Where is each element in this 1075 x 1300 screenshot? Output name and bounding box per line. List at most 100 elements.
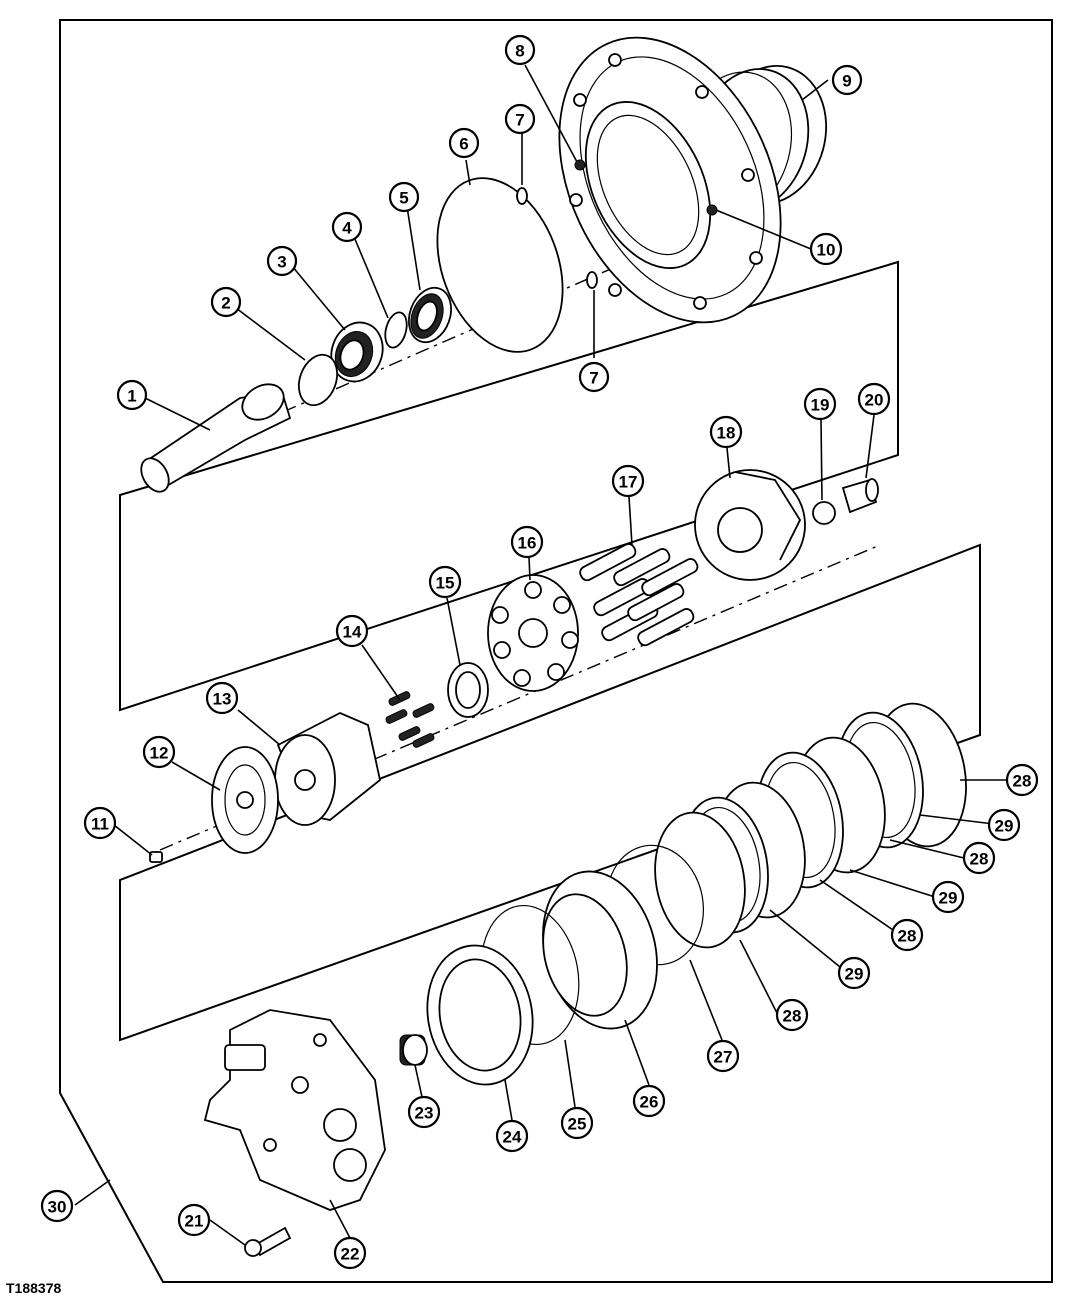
swash-plate (694, 469, 806, 581)
svg-text:27: 27 (714, 1048, 733, 1067)
svg-text:7: 7 (515, 111, 524, 130)
svg-text:17: 17 (619, 473, 638, 492)
callout-30: 30 (40, 1189, 74, 1223)
callout-27: 27 (706, 1039, 740, 1073)
svg-text:15: 15 (436, 574, 455, 593)
friction-plate-stack (654, 702, 967, 949)
pistons (579, 543, 699, 647)
callout-28-d: 28 (775, 998, 809, 1032)
svg-text:29: 29 (995, 817, 1014, 836)
callout-11: 11 (83, 806, 117, 840)
thrust-washer (426, 944, 534, 1086)
svg-text:20: 20 (865, 391, 884, 410)
spherical-bushing (447, 662, 489, 718)
svg-text:9: 9 (842, 72, 851, 91)
svg-text:26: 26 (640, 1093, 659, 1112)
spring-pins (385, 691, 435, 748)
callout-21: 21 (177, 1203, 211, 1237)
svg-text:25: 25 (568, 1115, 587, 1134)
callout-10: 10 (809, 232, 843, 266)
end-cover (203, 1009, 386, 1211)
brake-piston (542, 870, 658, 1030)
callout-4: 4 (331, 211, 363, 243)
callout-28-b: 28 (962, 841, 996, 875)
callout-23: 23 (407, 1095, 441, 1129)
svg-text:16: 16 (518, 534, 537, 553)
svg-text:22: 22 (341, 1245, 360, 1264)
output-shaft (140, 383, 292, 493)
callout-28-a: 28 (1005, 763, 1039, 797)
svg-text:29: 29 (845, 965, 864, 984)
assembly-frame (59, 19, 1053, 1283)
svg-text:5: 5 (399, 189, 408, 208)
svg-text:30: 30 (48, 1198, 67, 1217)
svg-text:10: 10 (817, 241, 836, 260)
svg-text:6: 6 (459, 135, 468, 154)
shaft-seal (408, 286, 452, 344)
callout-9: 9 (831, 64, 863, 96)
callout-20: 20 (857, 382, 891, 416)
callout-15: 15 (428, 565, 462, 599)
callout-18: 18 (709, 415, 743, 449)
small-o-ring-upper (516, 187, 528, 205)
callout-22: 22 (333, 1236, 367, 1270)
callout-16: 16 (510, 525, 544, 559)
small-o-ring-lower (586, 271, 598, 289)
pivot-ball (812, 501, 836, 525)
svg-text:29: 29 (939, 889, 958, 908)
snap-ring (297, 353, 339, 407)
svg-text:23: 23 (415, 1104, 434, 1123)
callout-7-upper: 7 (504, 103, 536, 135)
dowel-pin (149, 851, 163, 863)
cover-bolt (244, 1226, 292, 1257)
svg-text:28: 28 (783, 1007, 802, 1026)
large-o-ring (436, 177, 564, 353)
hub-housing (558, 36, 828, 324)
cylinder-block (274, 712, 381, 826)
svg-text:1: 1 (127, 387, 136, 406)
group-outline-upper (119, 260, 899, 712)
callout-1: 1 (116, 379, 148, 411)
svg-text:8: 8 (515, 42, 524, 61)
svg-text:13: 13 (213, 690, 232, 709)
retainer-plate (487, 574, 579, 692)
callout-25: 25 (560, 1106, 594, 1140)
callout-8: 8 (504, 34, 536, 66)
leader-lines (74, 64, 1007, 1246)
svg-text:4: 4 (342, 219, 352, 238)
svg-text:7: 7 (589, 369, 598, 388)
callout-7-lower: 7 (578, 361, 610, 393)
svg-text:2: 2 (221, 294, 230, 313)
callout-24: 24 (495, 1119, 529, 1153)
svg-text:14: 14 (343, 623, 362, 642)
svg-text:28: 28 (898, 927, 917, 946)
callout-2: 2 (210, 286, 242, 318)
callout-13: 13 (205, 681, 239, 715)
callout-6: 6 (448, 127, 480, 159)
svg-text:12: 12 (150, 744, 169, 763)
callout-28-c: 28 (890, 918, 924, 952)
shaft-bearing (330, 321, 384, 383)
callout-12: 12 (142, 735, 176, 769)
figure-id: T188378 (6, 1280, 62, 1296)
pivot-pin (841, 478, 879, 514)
callout-26: 26 (632, 1084, 666, 1118)
svg-text:24: 24 (503, 1128, 522, 1147)
svg-text:28: 28 (1013, 772, 1032, 791)
callout-29-b: 29 (931, 880, 965, 914)
svg-text:21: 21 (185, 1212, 204, 1231)
callout-14: 14 (335, 614, 369, 648)
svg-text:19: 19 (811, 396, 830, 415)
valve-plate (211, 746, 279, 854)
callout-17: 17 (611, 464, 645, 498)
callout-29-a: 29 (987, 808, 1021, 842)
callout-5: 5 (388, 181, 420, 213)
callout-3: 3 (266, 245, 298, 277)
svg-text:11: 11 (91, 815, 109, 834)
svg-text:3: 3 (277, 253, 286, 272)
callout-19: 19 (803, 387, 837, 421)
svg-text:18: 18 (717, 424, 736, 443)
retaining-ring-small (384, 311, 408, 349)
svg-text:28: 28 (970, 850, 989, 869)
